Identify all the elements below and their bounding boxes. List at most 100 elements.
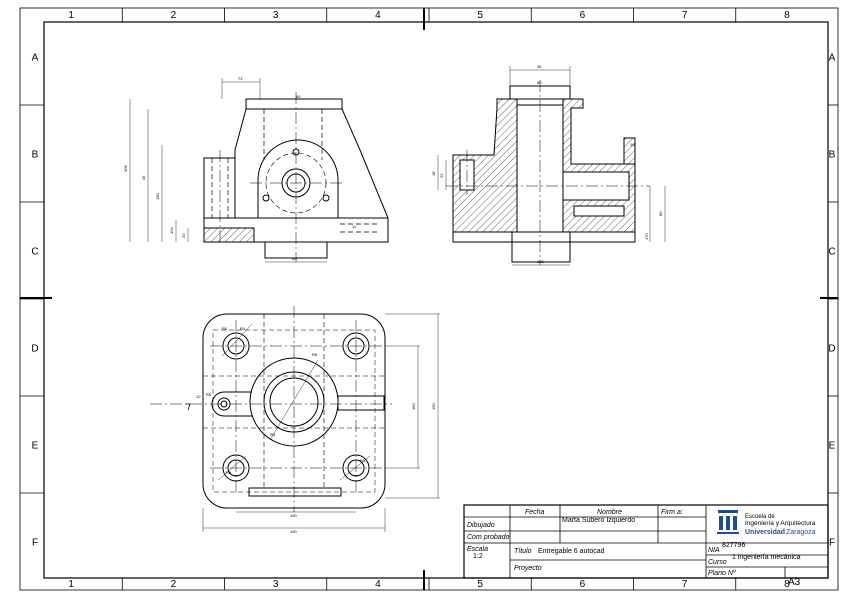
side-slot xyxy=(573,205,625,217)
university-name: Universidad xyxy=(745,529,786,536)
dim-text: 104 xyxy=(169,227,174,234)
dim-text: 73 xyxy=(238,76,243,81)
escala-label: Escala xyxy=(467,546,489,553)
front-body-outline-right xyxy=(203,108,389,243)
zone-row-label-left: E xyxy=(32,441,39,452)
title-block-grid xyxy=(463,504,829,579)
zone-column-label-bottom: 4 xyxy=(375,579,381,590)
curso-label: Curso xyxy=(708,559,727,566)
zone-column-label-top: 3 xyxy=(273,10,279,21)
top-view xyxy=(150,306,440,532)
dim-text: 45 xyxy=(141,175,146,180)
zone-column-label-top: 4 xyxy=(375,10,381,21)
zone-column-label-bottom: 3 xyxy=(273,579,279,590)
zone-column-label-bottom: 8 xyxy=(784,579,790,590)
front-bolt-hole xyxy=(322,194,330,202)
front-boss xyxy=(257,139,339,218)
titulo-value: Entregable 6 autocad xyxy=(538,548,605,555)
zone-row-label-left: C xyxy=(31,247,38,258)
zone-row-label-left: B xyxy=(32,150,39,161)
zone-column-label-bottom: 7 xyxy=(682,579,688,590)
zone-row-label-right: F xyxy=(829,538,835,549)
sheet-size: A3 xyxy=(788,577,801,588)
col-nombre-header: Nombre xyxy=(597,509,622,516)
university-logo xyxy=(714,508,742,538)
dim-text: R6 xyxy=(312,352,318,357)
dim-text: 80 xyxy=(658,211,663,216)
dim-text: 10 xyxy=(630,142,635,147)
university-crest-icon xyxy=(717,510,739,534)
col-firma-header: Firm a: xyxy=(661,509,683,516)
titulo-label: Título xyxy=(514,548,532,555)
front-hatch-left xyxy=(203,227,255,243)
center-marks xyxy=(20,8,838,590)
dim-text: 35 xyxy=(537,64,542,69)
school-line-1: Escuela de xyxy=(745,514,775,520)
side-base xyxy=(452,231,636,243)
dim-text: 170 xyxy=(644,233,649,240)
dim-text: 190 xyxy=(431,403,436,410)
dim-text: 60 xyxy=(296,94,301,99)
row-dibujado-label: Dibujado xyxy=(467,522,495,529)
inner-frame xyxy=(43,21,829,579)
zone-column-label-bottom: 2 xyxy=(171,579,177,590)
dim-text: 305 xyxy=(123,165,128,172)
dim-text: 20 xyxy=(181,233,186,238)
zone-column-label-top: 2 xyxy=(171,10,177,21)
escala-value: 1:2 xyxy=(473,553,483,560)
zone-row-label-right: B xyxy=(829,150,836,161)
curso-value: 1 ingeniería mecánica xyxy=(732,554,801,561)
outer-frame xyxy=(19,7,839,591)
top-dimensions: R4 R6 R6 R5 R5 R3 R4 10 160 190 150 190 xyxy=(196,326,436,534)
zone-column-label-top: 8 xyxy=(784,10,790,21)
zone-row-label-right: D xyxy=(828,344,835,355)
proyecto-label: Proyecto xyxy=(514,565,542,572)
dim-text: R5 xyxy=(206,392,212,397)
dim-text: 18 xyxy=(431,171,436,176)
plano-label: Plano Nº xyxy=(708,570,736,577)
zone-column-label-top: 1 xyxy=(68,10,74,21)
dim-text: R4 xyxy=(240,326,246,331)
zone-row-label-right: A xyxy=(829,53,836,64)
corner-holes xyxy=(222,332,370,482)
dim-text: 11 xyxy=(352,224,357,229)
front-body-outline xyxy=(234,108,263,219)
dim-text: R5 xyxy=(226,470,232,475)
zone-row-label-right: E xyxy=(829,441,836,452)
dim-text: 150 xyxy=(290,513,297,518)
dim-text: 190 xyxy=(290,529,297,534)
dim-text: 120 xyxy=(537,259,544,264)
zone-column-label-bottom: 5 xyxy=(477,579,483,590)
zone-row-label-left: D xyxy=(31,344,38,355)
zone-column-label-bottom: 1 xyxy=(68,579,74,590)
zone-column-label-top: 5 xyxy=(477,10,483,21)
side-right-cap xyxy=(623,137,636,165)
university-city: Zaragoza xyxy=(786,529,816,536)
drawn-by-name: Marta Subero Izquierdo xyxy=(562,517,636,524)
col-fecha-header: Fecha xyxy=(525,509,545,516)
dim-text: 160 xyxy=(411,403,416,410)
dim-text: R4 xyxy=(270,432,276,437)
zone-row-label-left: F xyxy=(32,538,38,549)
front-dimensions: 73 60 305 45 190 104 20 11 60 xyxy=(123,76,357,261)
dim-text: R3 xyxy=(360,458,366,463)
side-lower-block xyxy=(511,231,571,263)
zone-column-label-top: 6 xyxy=(580,10,586,21)
dim-text: 60 xyxy=(292,256,297,261)
side-view xyxy=(437,66,666,266)
zone-column-label-top: 7 xyxy=(682,10,688,21)
row-comprobado-label: Com probado xyxy=(467,534,510,541)
zone-row-label-left: A xyxy=(32,53,39,64)
dim-text: 10 xyxy=(196,394,201,399)
front-top-flange xyxy=(245,98,343,110)
nia-label: NIA xyxy=(708,547,720,554)
zone-column-label-bottom: 6 xyxy=(580,579,586,590)
top-bottom-tab xyxy=(248,487,342,497)
zone-row-label-right: C xyxy=(828,247,835,258)
dim-text: 190 xyxy=(155,193,160,200)
front-bolt-hole xyxy=(262,194,270,202)
front-view xyxy=(129,78,389,263)
school-line-2: Ingeniería y Arquitectura xyxy=(745,520,816,527)
